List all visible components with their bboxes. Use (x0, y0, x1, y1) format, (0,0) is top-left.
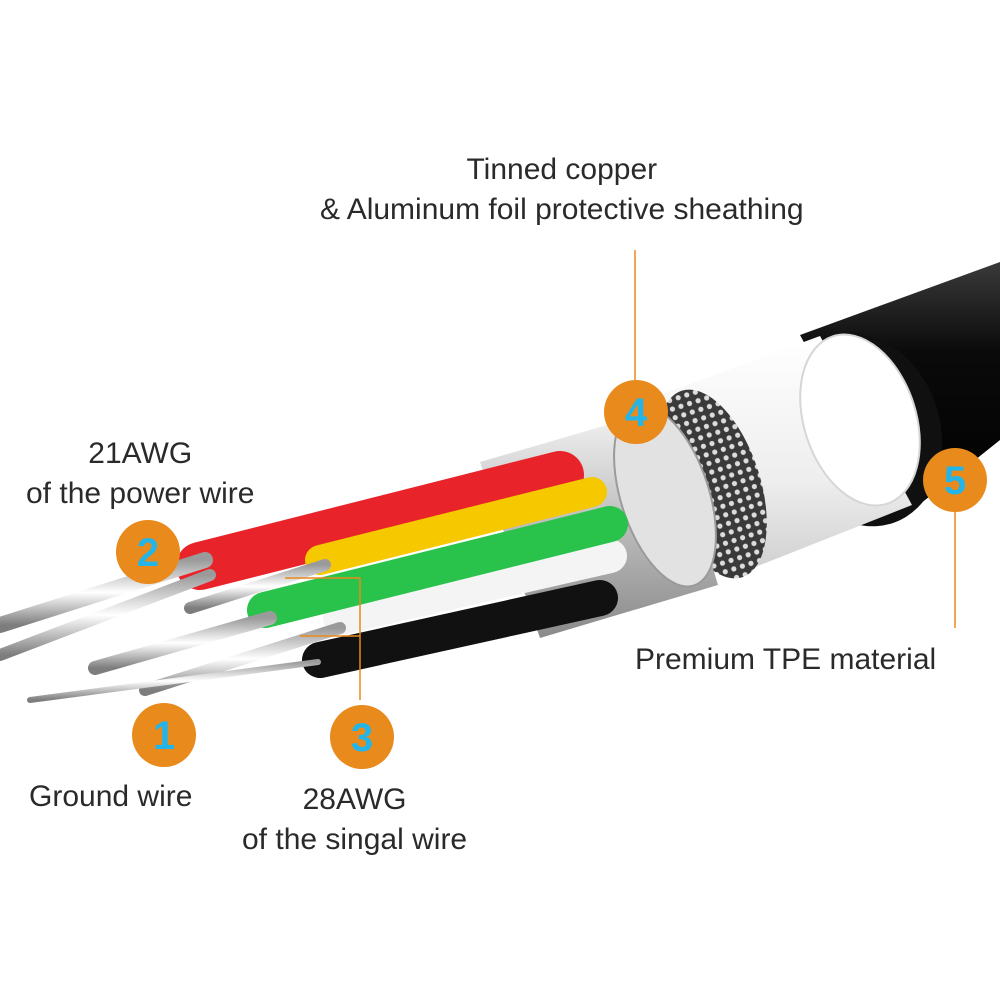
strand-green (88, 611, 277, 675)
yellow-wire (305, 477, 607, 575)
label-line: & Aluminum foil protective sheathing (320, 193, 804, 226)
label-shielding: Tinned copper & Aluminum foil protective… (320, 150, 804, 230)
leader-3 (285, 577, 361, 700)
label-line: 21AWG (88, 437, 193, 470)
black-wire (302, 580, 618, 678)
label-line: 28AWG (302, 783, 407, 816)
label-signal-wire: 28AWG of the singal wire (242, 780, 467, 860)
callout-number-4: 4 (625, 391, 648, 435)
green-wire (247, 506, 628, 628)
callout-number-3: 3 (351, 716, 373, 760)
callout-number-5: 5 (944, 459, 966, 503)
label-power-wire: 21AWG of the power wire (26, 434, 254, 514)
callout-badge-3 (330, 705, 394, 769)
label-ground-wire: Ground wire (29, 777, 192, 817)
callout-number-1: 1 (153, 714, 175, 758)
label-line: Ground wire (29, 780, 193, 813)
white-wire (323, 539, 627, 635)
label-line: of the singal wire (242, 823, 468, 856)
callout-badge-1 (132, 703, 196, 767)
cable-body (0, 262, 1000, 703)
callout-badge-5 (923, 448, 987, 512)
leader-lines (285, 250, 956, 700)
strand-power-b (0, 569, 216, 661)
callout-badges: 1 2 3 4 5 (116, 380, 987, 769)
callout-badge-2 (116, 520, 180, 584)
label-line: Premium TPE material (635, 643, 937, 676)
label-tpe-material: Premium TPE material (635, 640, 936, 680)
strand-yellow (184, 559, 331, 614)
label-line: of the power wire (26, 477, 255, 510)
red-wire (176, 451, 584, 590)
tpe-edge (799, 333, 921, 507)
strand-ground (27, 659, 321, 703)
label-line: Tinned copper (466, 153, 658, 186)
callout-badge-4 (604, 380, 668, 444)
callout-number-2: 2 (137, 531, 159, 575)
